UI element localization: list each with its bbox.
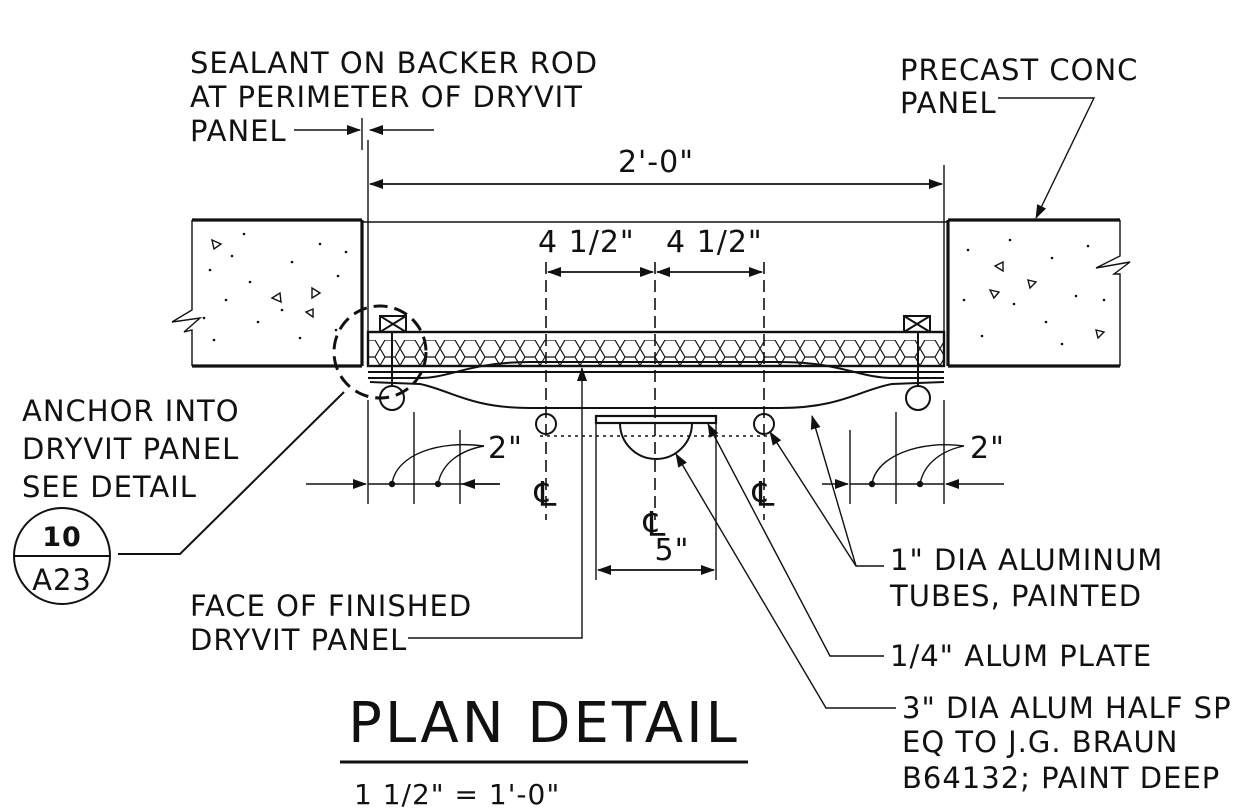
cl-symbol-left: ℄ <box>534 475 558 515</box>
sealant-callout: SEALANT ON BACKER ROD AT PERIMETER OF DR… <box>190 46 598 150</box>
sphere-label-line2: EQ TO J.G. BRAUN <box>902 725 1178 759</box>
dim-overall-text: 2'-0" <box>618 145 694 180</box>
sealant-label-line3: PANEL <box>190 114 287 148</box>
page-title: PLAN DETAIL <box>348 691 740 756</box>
tubes-label-line1: 1" DIA ALUMINUM <box>890 543 1163 577</box>
tubes-callout: 1" DIA ALUMINUM TUBES, PAINTED <box>769 415 1163 613</box>
dimension-plate: 5" <box>595 424 717 580</box>
title-block: PLAN DETAIL 1 1/2" = 1'-0" <box>340 691 748 808</box>
sphere-label-line1: 3" DIA ALUM HALF SP <box>902 691 1232 725</box>
dryvit-panel <box>366 315 946 368</box>
dimension-edge-left: 2" <box>306 400 523 504</box>
anchor-detail-circle <box>332 304 428 400</box>
detail-sheet: A23 <box>32 563 92 597</box>
sealant-label-line1: SEALANT ON BACKER ROD <box>190 46 598 80</box>
dimension-overall: 2'-0" <box>367 140 945 335</box>
precast-label-line1: PRECAST CONC <box>900 53 1138 87</box>
left-precast-panel <box>171 218 364 368</box>
half-sphere <box>619 422 693 460</box>
dim-left-half-text: 4 1/2" <box>538 225 635 260</box>
anchor-label-line2: DRYVIT PANEL <box>22 432 239 466</box>
dim-plate-text: 5" <box>655 533 690 568</box>
detail-bubble: 10 A23 <box>13 507 111 605</box>
plate-callout: 1/4" ALUM PLATE <box>707 423 1152 673</box>
cl-symbol-right: ℄ <box>752 475 776 515</box>
dimension-halves: 4 1/2" 4 1/2" <box>538 225 763 277</box>
dimension-edge-right: 2" <box>822 400 1005 504</box>
sphere-callout: 3" DIA ALUM HALF SP EQ TO J.G. BRAUN B64… <box>675 453 1232 795</box>
dim-edge-left-text: 2" <box>488 431 523 466</box>
cl-symbol-center: ℄ <box>643 505 667 545</box>
anchor-label-line1: ANCHOR INTO <box>22 394 240 428</box>
centerlines <box>545 262 765 520</box>
detail-number: 10 <box>42 522 82 553</box>
precast-callout: PRECAST CONC PANEL <box>900 53 1138 219</box>
anchor-callout: ANCHOR INTO DRYVIT PANEL SEE DETAIL <box>22 391 345 555</box>
right-precast-panel <box>946 218 1131 368</box>
centerline-symbols: ℄ ℄ ℄ <box>534 475 776 545</box>
sphere-label-line3: B64132; PAINT DEEP <box>902 761 1220 795</box>
face-callout: FACE OF FINISHED DRYVIT PANEL <box>190 367 587 657</box>
dim-right-half-text: 4 1/2" <box>666 225 763 260</box>
face-label-line1: FACE OF FINISHED <box>190 589 472 623</box>
aluminum-plate <box>594 414 718 425</box>
plate-label: 1/4" ALUM PLATE <box>890 639 1152 673</box>
tubes-label-line2: TUBES, PAINTED <box>889 579 1142 613</box>
sealant-label-line2: AT PERIMETER OF DRYVIT <box>190 80 583 114</box>
scale-text: 1 1/2" = 1'-0" <box>354 778 560 808</box>
precast-label-line2: PANEL <box>900 86 997 120</box>
anchor-label-line3: SEE DETAIL <box>22 470 197 504</box>
face-label-line2: DRYVIT PANEL <box>190 623 407 657</box>
dim-edge-right-text: 2" <box>970 431 1005 466</box>
